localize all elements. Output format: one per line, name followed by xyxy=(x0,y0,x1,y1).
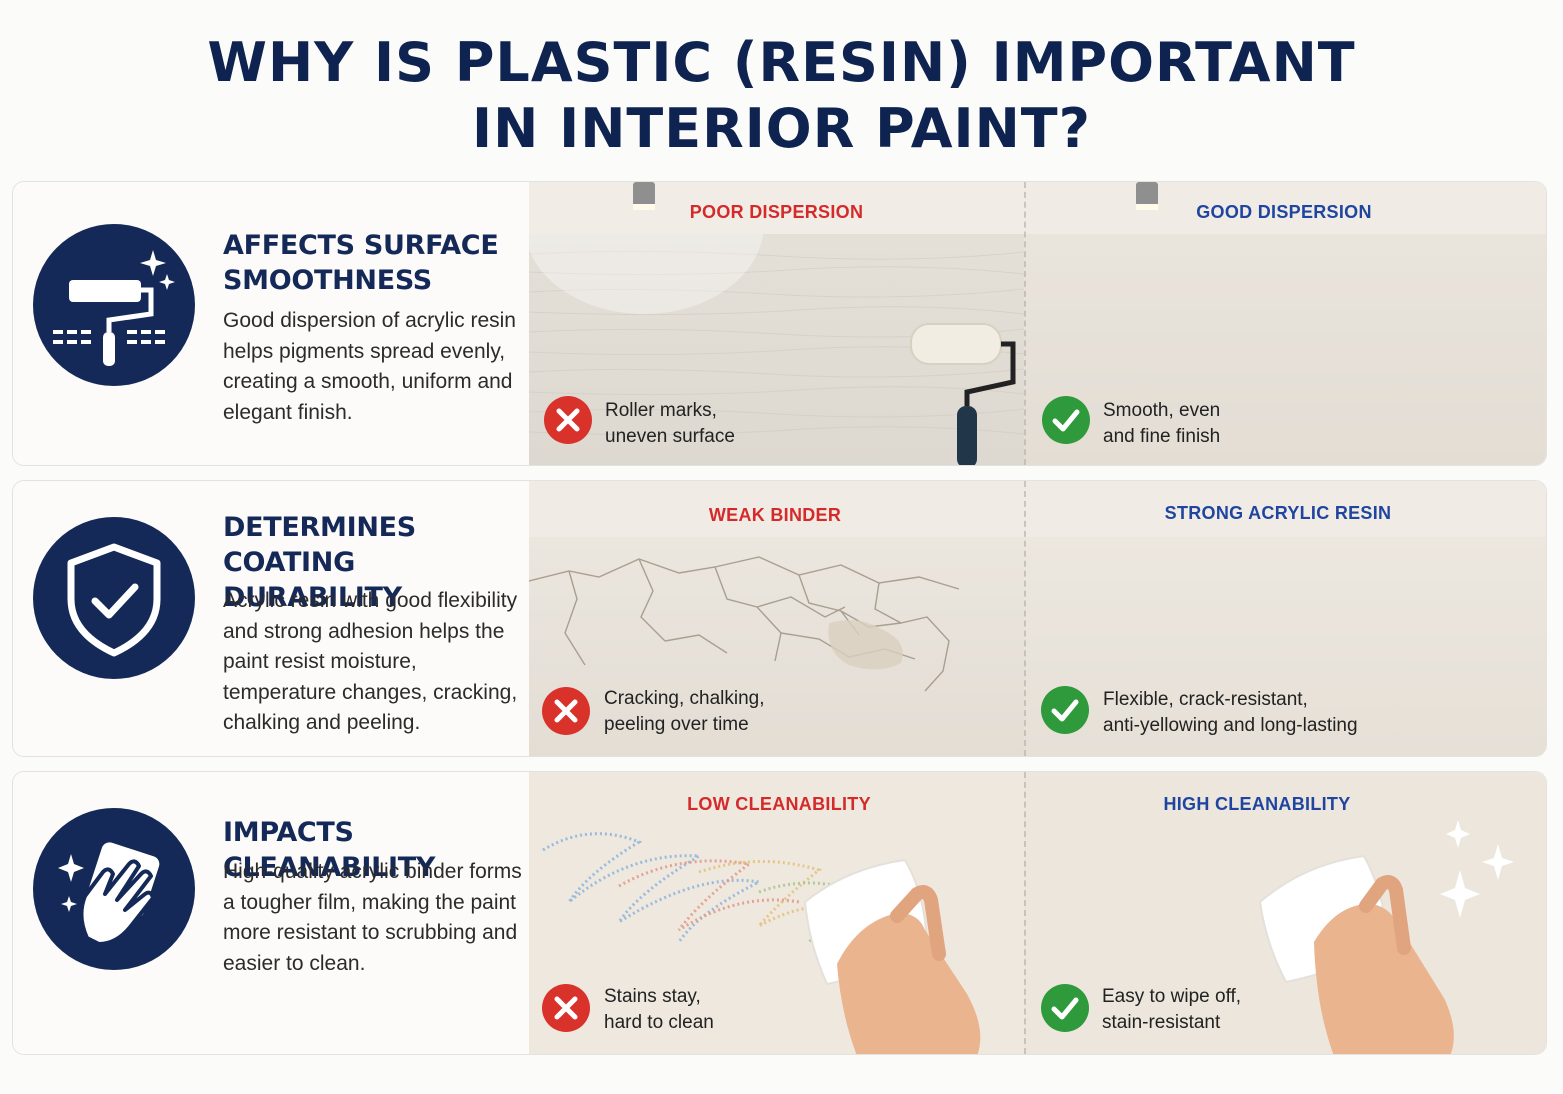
panel-divider xyxy=(1024,182,1026,465)
title-line-2: IN INTERIOR PAINT? xyxy=(472,97,1091,160)
check-icon xyxy=(1041,984,1089,1032)
durability-info: DETERMINES COATING DURABILITY Acrylic re… xyxy=(13,481,529,756)
ceiling-lamp-icon xyxy=(1130,182,1164,212)
good-dispersion-label: GOOD DISPERSION xyxy=(1196,202,1372,222)
sparkle-icon xyxy=(1434,820,1518,920)
high-cleanability-caption: Easy to wipe off, stain-resistant xyxy=(1102,986,1242,1033)
cleanability-info: IMPACTS CLEANABILITY High-quality acryli… xyxy=(13,772,529,1054)
smoothness-info: AFFECTS SURFACE SMOOTHNESS Good dispersi… xyxy=(13,182,529,465)
shield-check-icon xyxy=(67,543,161,657)
poor-dispersion-caption: Roller marks, uneven surface xyxy=(605,400,735,447)
strong-resin-caption: Flexible, crack-resistant, anti-yellowin… xyxy=(1103,689,1358,736)
row-cleanability: LOW CLEANABILITY Stains stay, hard to cl… xyxy=(12,771,1547,1055)
weak-binder-panel: WEAK BINDER Cracking, chalking, peeling … xyxy=(529,481,1024,756)
roller-badge xyxy=(33,224,195,386)
durability-description: Acrylic resin with good flexibility and … xyxy=(223,589,518,734)
row-surface-smoothness: POOR DISPERSION Roller marks, uneven sur… xyxy=(12,181,1547,466)
cleanability-heading: IMPACTS CLEANABILITY xyxy=(223,817,436,883)
good-dispersion-caption: Smooth, even and fine finish xyxy=(1103,400,1221,447)
hand-wipe-icon xyxy=(58,842,160,946)
row-coating-durability: WEAK BINDER Cracking, chalking, peeling … xyxy=(12,480,1547,757)
check-icon xyxy=(1041,686,1089,734)
good-dispersion-panel: GOOD DISPERSION Smooth, even and fine fi… xyxy=(1024,182,1546,465)
roller-marks-texture xyxy=(529,234,1024,436)
paint-roller-icon xyxy=(907,320,1017,465)
shield-badge xyxy=(33,517,195,679)
weak-binder-caption: Cracking, chalking, peeling over time xyxy=(604,688,765,735)
poor-dispersion-label: POOR DISPERSION xyxy=(689,202,864,222)
low-cleanability-label: LOW CLEANABILITY xyxy=(687,794,871,814)
page-title: WHY IS PLASTIC (RESIN) IMPORTANT IN INTE… xyxy=(0,30,1563,162)
strong-resin-panel: STRONG ACRYLIC RESIN Flexible, crack-res… xyxy=(1024,481,1546,756)
panel-divider xyxy=(1024,772,1026,1054)
weak-binder-label: WEAK BINDER xyxy=(708,505,842,525)
ceiling-lamp-icon xyxy=(627,182,661,212)
cross-icon xyxy=(542,984,590,1032)
hand-wiping-cloth-icon xyxy=(1254,848,1494,1054)
durability-heading: DETERMINES COATING DURABILITY xyxy=(223,512,416,613)
title-line-1: WHY IS PLASTIC (RESIN) IMPORTANT xyxy=(207,31,1356,94)
smoothness-heading: AFFECTS SURFACE SMOOTHNESS xyxy=(223,230,499,296)
low-cleanability-caption: Stains stay, hard to clean xyxy=(604,986,714,1033)
high-cleanability-panel: HIGH CLEANABILITY Easy to wipe off, stai… xyxy=(1024,772,1546,1054)
cracked-paint-texture xyxy=(529,556,960,692)
panel-divider xyxy=(1024,481,1026,756)
strong-resin-label: STRONG ACRYLIC RESIN xyxy=(1164,503,1392,523)
wipe-badge xyxy=(33,808,195,970)
cross-icon xyxy=(542,687,590,735)
high-cleanability-label: HIGH CLEANABILITY xyxy=(1163,794,1351,814)
low-cleanability-panel: LOW CLEANABILITY Stains stay, hard to cl… xyxy=(529,772,1024,1054)
smoothness-description: Good dispersion of acrylic resin helps p… xyxy=(223,309,516,424)
paint-roller-icon xyxy=(53,250,175,366)
cleanability-description: High-quality acrylic binder forms a toug… xyxy=(223,860,522,975)
hand-wiping-cloth-icon xyxy=(797,854,1019,1054)
check-icon xyxy=(1042,396,1090,444)
cross-icon xyxy=(544,396,592,444)
poor-dispersion-panel: POOR DISPERSION Roller marks, uneven sur… xyxy=(529,182,1024,465)
